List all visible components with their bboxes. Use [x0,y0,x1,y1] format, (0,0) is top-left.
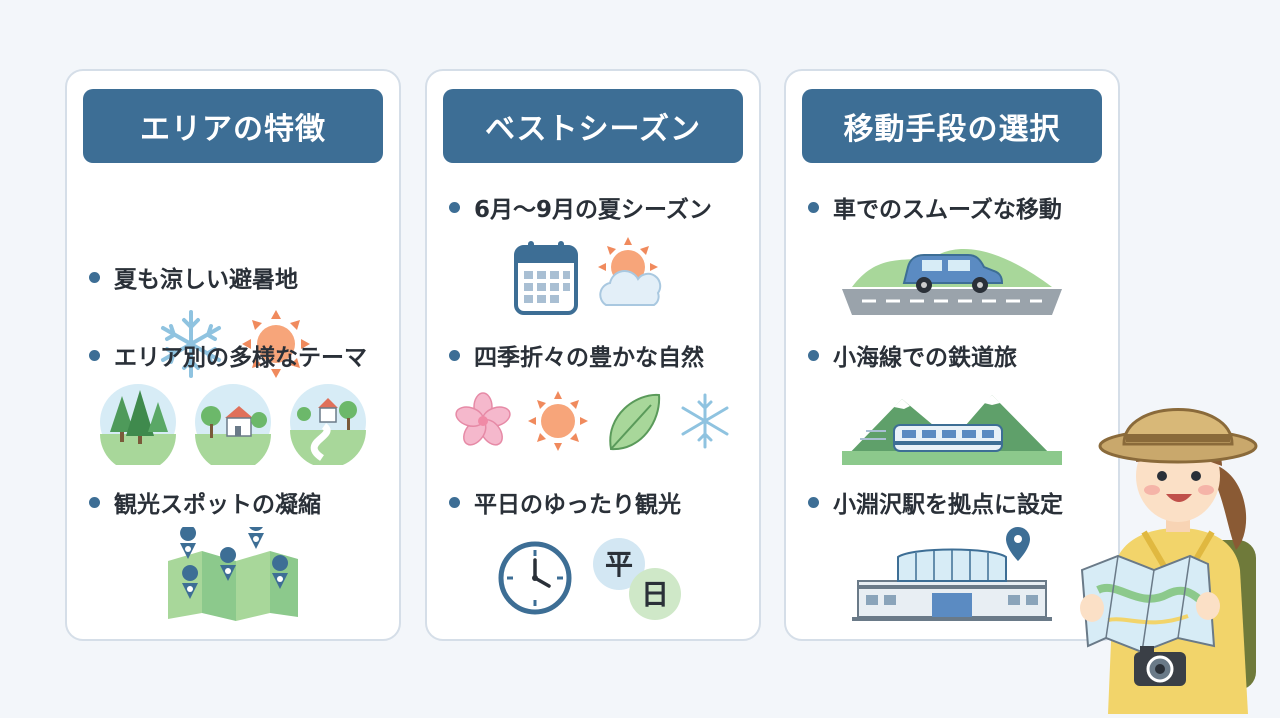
bullet-dot [449,201,460,213]
illustration-area-themes [67,379,399,479]
list-item: 観光スポットの凝縮 [89,485,389,519]
list-item: 小海線での鉄道旅 [808,338,1108,372]
item-label: 車でのスムーズな移動 [833,197,1062,223]
station-icon [852,527,1052,621]
bullet-dot [808,496,819,508]
badge-char-hei: 平 [605,548,633,581]
snowflake-icon [681,393,729,449]
countryside-road-icon [290,384,366,465]
card-header: エリアの特徴 [83,89,383,163]
weekday-badge-icon: 平 日 [593,538,681,620]
card-header: ベストシーズン [443,89,743,163]
map-pins-icon [168,527,298,621]
item-label: 小淵沢駅を拠点に設定 [833,492,1063,518]
list-item: 小淵沢駅を拠点に設定 [808,485,1108,519]
card-transport: 移動手段の選択 車でのスムーズな移動 小海線での鉄道旅 [784,69,1120,641]
item-label: 夏も涼しい避暑地 [114,267,298,293]
illustration-weekday: 平 日 [427,534,759,634]
illustration-train [786,379,1118,479]
bullet-dot [449,349,460,361]
snowflake-icon [161,310,221,378]
bullet-dot [808,201,819,213]
item-label: 6月～9月の夏シーズン [474,197,712,223]
illustration-four-seasons [427,383,759,483]
item-label: 小海線での鉄道旅 [833,345,1017,371]
item-label: 平日のゆったり観光 [474,492,681,518]
bullet-dot [808,349,819,361]
hiker-character [1078,380,1278,714]
list-item: 平日のゆったり観光 [449,485,749,519]
hiker-illustration-icon [1080,408,1258,714]
leaf-icon [609,393,661,451]
car-icon [842,248,1062,315]
list-item: 車でのスムーズな移動 [808,190,1108,224]
item-label: 四季折々の豊かな自然 [474,345,704,371]
list-item: 6月～9月の夏シーズン [449,190,749,224]
bullet-dot [89,496,100,508]
card-header: 移動手段の選択 [802,89,1102,163]
clock-icon [498,541,572,615]
village-icon [195,384,271,465]
bullet-dot [449,496,460,508]
calendar-icon [514,241,578,315]
sun-icon [528,391,588,451]
illustration-car [786,237,1118,337]
card-area-features: エリアの特徴 夏も涼しい避暑地 [65,69,401,641]
list-item: エリア別の多様なテーマ [89,338,389,372]
list-item: 四季折々の豊かな自然 [449,338,749,372]
sun-icon [242,310,310,378]
bullet-dot [89,271,100,283]
item-label: エリア別の多様なテーマ [114,345,367,371]
list-item: 夏も涼しい避暑地 [89,260,389,294]
illustration-station [786,523,1118,623]
bullet-dot [89,349,100,361]
sakura-icon [455,392,511,446]
item-label: 観光スポットの凝縮 [114,492,321,518]
train-icon [842,395,1062,465]
illustration-cool-summer [67,299,399,399]
illustration-summer-season [427,231,759,331]
card-best-season: ベストシーズン 6月～9月の夏シーズン [425,69,761,641]
badge-char-jitsu: 日 [641,578,669,611]
forest-icon [100,384,176,465]
illustration-map-spots [67,527,399,627]
sun-cloud-icon [598,237,662,306]
